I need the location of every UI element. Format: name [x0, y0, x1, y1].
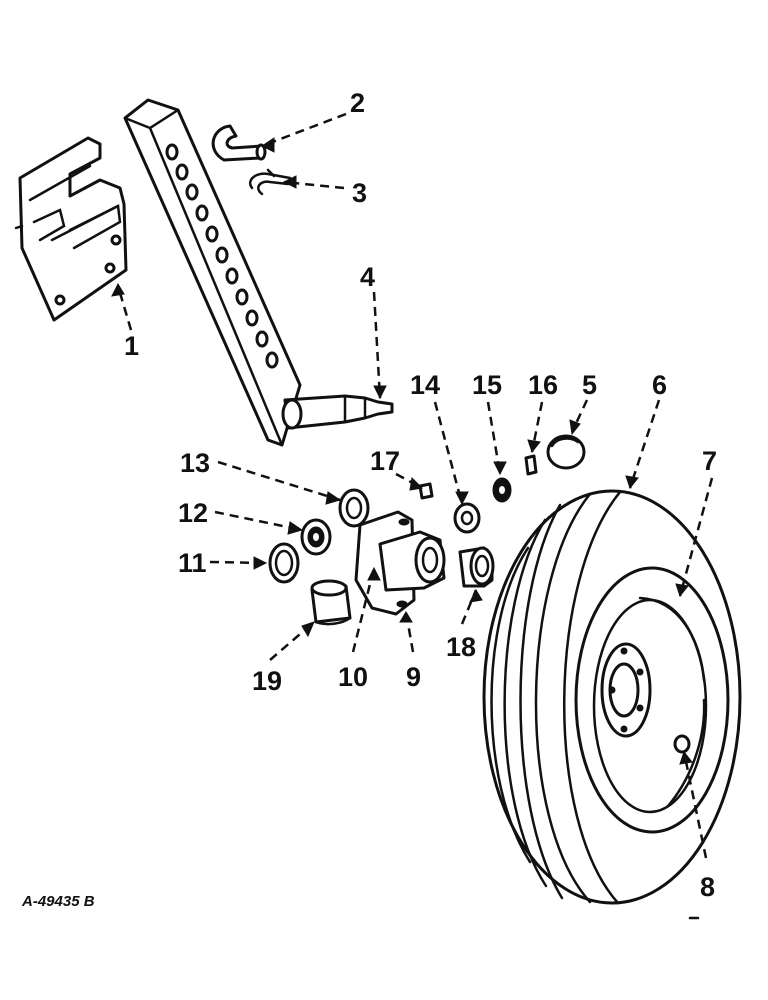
- bearing-cone-part: [300, 518, 332, 556]
- callout-18: 18: [446, 632, 476, 662]
- wheel-center-hub: [600, 642, 652, 738]
- valve-stem-part: [673, 734, 691, 754]
- callout-labels: 1 2 3 4 5 6 7 8 9 10 11 12 13 14 15 16 1…: [124, 88, 717, 902]
- bent-pin-part: [211, 124, 267, 162]
- callout-8: 8: [700, 872, 715, 902]
- callout-16: 16: [528, 370, 558, 400]
- wheel-assembly: [482, 489, 742, 905]
- callout-9: 9: [406, 662, 421, 692]
- hairpin-clip-part: [249, 168, 292, 196]
- hub-cap-part: [546, 434, 586, 470]
- castle-nut-part: [492, 477, 512, 503]
- callout-7: 7: [702, 446, 717, 476]
- callout-14: 14: [410, 370, 440, 400]
- cotter-pin-part: [524, 454, 538, 476]
- wheel-rim-part: [574, 566, 730, 834]
- callout-15: 15: [472, 370, 502, 400]
- callout-4: 4: [360, 262, 375, 292]
- callout-19: 19: [252, 666, 282, 696]
- grease-fitting-part: [418, 482, 434, 500]
- outer-bearing-cup-part: [458, 546, 495, 588]
- callout-2: 2: [350, 88, 365, 118]
- callout-11: 11: [178, 548, 207, 578]
- callout-3: 3: [352, 178, 367, 208]
- callout-10: 10: [338, 662, 368, 692]
- callout-1: 1: [124, 331, 139, 361]
- spacer-sleeve-part: [310, 579, 352, 626]
- callout-13: 13: [180, 448, 210, 478]
- seal-part: [268, 542, 300, 584]
- drawing-number: A-49435 B: [21, 893, 95, 910]
- callout-17: 17: [370, 446, 400, 476]
- callout-5: 5: [582, 370, 597, 400]
- bearing-cup-part: [338, 488, 370, 528]
- arrowheads: [111, 137, 693, 765]
- hub-part: [354, 510, 446, 616]
- adjustment-holes: [165, 143, 279, 369]
- spindle-arm-part: [123, 98, 394, 447]
- callout-12: 12: [178, 498, 208, 528]
- washer-part: [453, 502, 481, 534]
- mounting-bracket-part: [14, 136, 128, 322]
- callout-6: 6: [652, 370, 667, 400]
